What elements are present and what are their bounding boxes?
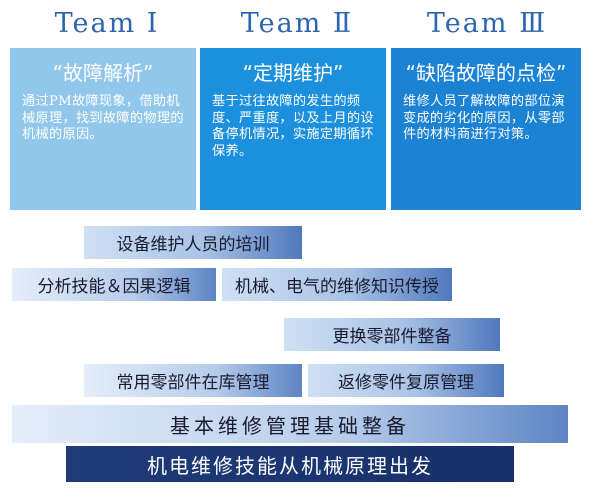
team-1-card: “故障解析” 通过PM故障现象，借助机械原理，找到故障的物理的机械的原因。 (10, 48, 196, 210)
bar-knowledge-label: 机械、电气的维修知识传授 (235, 277, 439, 297)
team-1-heading: “故障解析” (52, 61, 154, 85)
bar-foundation: 基本维修管理基础整备 (10, 405, 570, 443)
team-2-heading: “定期维护” (242, 61, 344, 85)
team-3-card: “缺陷故障的点检” 维修人员了解故障的部位演变成的劣化的原因，从零部件的材料商进… (391, 48, 581, 210)
team-2-description: 基于过往故障的发生的频度、严重度，以及上月的设备停机情况，实施定期循环保养。 (212, 94, 374, 159)
bar-replace-label: 更换零部件整备 (332, 327, 452, 347)
team-2-card: “定期维护” 基于过往故障的发生的频度、严重度，以及上月的设备停机情况，实施定期… (200, 48, 386, 210)
team-3-heading: “缺陷故障的点检” (405, 61, 567, 85)
bar-training: 设备维护人员的培训 (82, 226, 304, 259)
team-3-description: 维修人员了解故障的部位演变成的劣化的原因，从零部件的材料商进行对策。 (403, 94, 565, 142)
bar-principle-label: 机电维修技能从机械原理出发 (147, 453, 433, 478)
bar-repair: 返修零件复原管理 (306, 364, 506, 397)
bar-replace: 更换零部件整备 (282, 318, 502, 351)
bar-repair-label: 返修零件复原管理 (338, 373, 474, 393)
team-3-title: Team Ⅲ (426, 8, 548, 39)
team-1-description: 通过PM故障现象，借助机械原理，找到故障的物理的机械的原因。 (22, 94, 184, 142)
bar-inventory-label: 常用零部件在库管理 (116, 373, 270, 393)
team-2-title: Team Ⅱ (240, 8, 354, 39)
bar-training-label: 设备维护人员的培训 (116, 235, 270, 255)
bar-knowledge: 机械、电气的维修知识传授 (220, 268, 454, 301)
bar-principle: 机电维修技能从机械原理出发 (64, 446, 516, 482)
bar-inventory: 常用零部件在库管理 (82, 364, 304, 397)
bar-analysis: 分析技能＆因果逻辑 (10, 268, 218, 301)
team-1-title: Team Ⅰ (54, 8, 160, 39)
bar-analysis-label: 分析技能＆因果逻辑 (37, 277, 191, 297)
bar-foundation-label: 基本维修管理基础整备 (170, 413, 410, 438)
